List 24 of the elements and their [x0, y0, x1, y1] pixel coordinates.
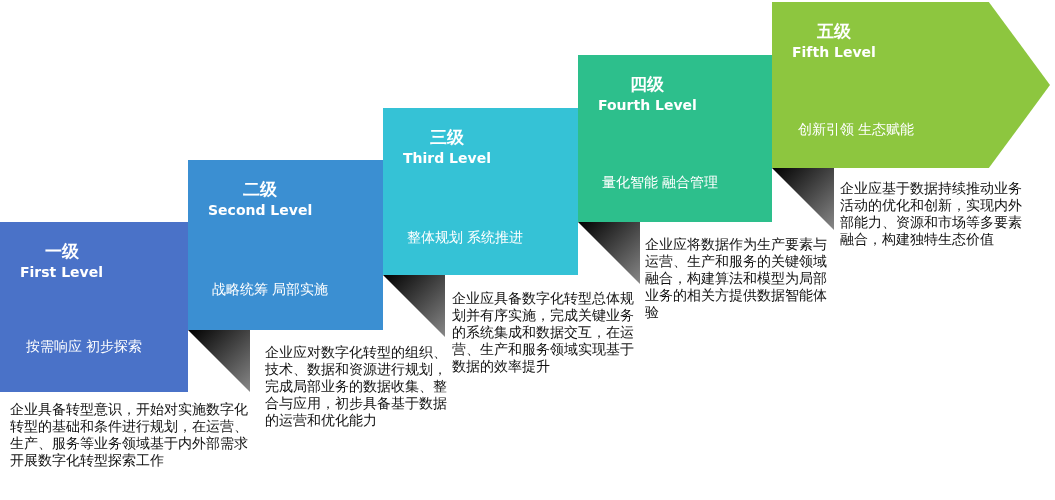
- level-subtitle: First Level: [20, 263, 103, 282]
- level-description: 企业应具备数字化转型总体规划并有序实施，完成关键业务的系统集成和数据交互，在运营、生产和服务领域实现基于数据的效率提升: [452, 290, 635, 375]
- level-keywords: 量化智能 融合管理: [602, 173, 719, 191]
- level-title: 五级: [816, 20, 851, 42]
- level-keywords: 战略统筹 局部实施: [212, 280, 329, 298]
- level-subtitle: Second Level: [208, 201, 313, 220]
- level-description: 企业应将数据作为生产要素与运营、生产和服务的关键领域融合，构建算法和模型为局部业务的相关方提供数据智能体验: [645, 236, 828, 321]
- level-title: 一级: [44, 240, 79, 262]
- level-keywords: 整体规划 系统推进: [407, 228, 524, 246]
- level-title: 二级: [243, 178, 278, 200]
- level-step: [578, 55, 772, 222]
- level-step: [383, 108, 578, 275]
- level-subtitle: Third Level: [403, 149, 491, 168]
- level-subtitle: Fifth Level: [792, 43, 876, 62]
- level-description: 企业应基于数据持续推动业务活动的优化和创新，实现内外部能力、资源和市场等多要素融合，构建独特生态价值: [840, 180, 1023, 248]
- level-description: 企业应对数字化转型的组织、技术、数据和资源进行规划，完成局部业务的数据收集、整合与应用，初步具备基于数据的运营和优化能力: [265, 344, 447, 429]
- level-step: [0, 222, 188, 392]
- level-title: 四级: [630, 73, 665, 95]
- level-keywords: 按需响应 初步探索: [26, 337, 143, 355]
- level-step: [188, 160, 383, 330]
- level-subtitle: Fourth Level: [598, 96, 697, 115]
- level-keywords: 创新引领 生态赋能: [798, 120, 915, 138]
- level-title: 三级: [429, 126, 464, 148]
- level-description: 企业具备转型意识，开始对实施数字化转型的基础和条件进行规划，在运营、生产、服务等业务领域基于内外部需求开展数字化转型探索工作: [10, 401, 249, 469]
